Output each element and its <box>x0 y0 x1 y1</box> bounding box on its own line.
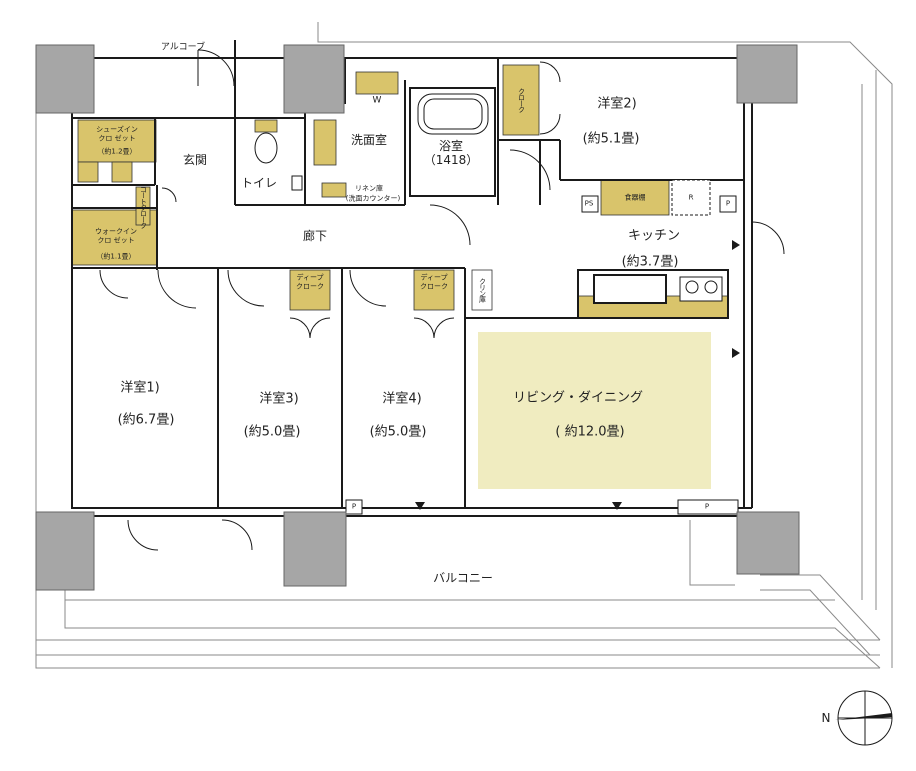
kitchen-label: キッチン <box>627 228 681 244</box>
washroom-counter <box>313 119 337 166</box>
toilet-tank <box>254 119 278 133</box>
interior-walls <box>71 40 753 517</box>
balcony-label: バルコニー <box>433 571 493 585</box>
walkin-closet-label: ウォークイン クロ ゼット <box>95 227 137 244</box>
coat-closet-box <box>135 186 151 226</box>
compass <box>835 690 893 746</box>
western-room-2-size: (約5.1畳) <box>582 131 640 147</box>
column-nw <box>35 44 95 114</box>
clean-storage-label: クリン庫 <box>478 278 487 302</box>
cloak-label: クローク <box>517 88 526 112</box>
pipe-label-east: P <box>704 502 710 511</box>
entry-markers <box>415 240 740 510</box>
compass-needle <box>835 713 892 720</box>
shoes-closet-label: シューズイン クロ ゼット <box>96 125 138 142</box>
deep-cloak-4-box <box>413 269 455 311</box>
compass-north-label: N <box>821 711 831 725</box>
living-dining-label: リビング・ダイニング <box>512 390 644 406</box>
door-swings <box>99 49 785 551</box>
pipe-box-east <box>677 499 739 515</box>
deep-cloak-4-label: ディープ クローク <box>420 273 448 290</box>
kitchen-size: (約3.7畳) <box>621 254 679 270</box>
western-room-3-label: 洋室3) <box>259 391 299 407</box>
coat-closet-label: コートクローク <box>139 186 148 228</box>
bath-label: 浴室 <box>438 139 464 153</box>
clean-storage-box <box>471 269 493 311</box>
cloak-box <box>502 64 540 136</box>
western-room-2-label: 洋室2) <box>597 96 637 112</box>
alcove-label: アルコーブ <box>160 42 206 53</box>
pipe-label-kitchen: P <box>725 199 731 208</box>
column-ne <box>736 44 798 104</box>
ps-box <box>581 195 599 213</box>
pipe-box <box>719 195 737 213</box>
toilet-label: トイレ <box>240 176 278 190</box>
western-room-4-size: (約5.0畳) <box>369 424 427 440</box>
column-se <box>736 511 800 575</box>
deep-cloak-3-box <box>289 269 331 311</box>
pipe-label-west: P <box>351 502 357 511</box>
western-room-4-label: 洋室4) <box>382 391 422 407</box>
linen-box <box>321 182 347 198</box>
balcony-outline <box>35 22 893 669</box>
structural-columns <box>35 44 800 591</box>
pipe-box-west <box>345 499 363 515</box>
entrance-label: 玄関 <box>182 153 208 167</box>
linen-note: (洗面カウンター) <box>345 194 401 203</box>
living-area-fill <box>478 332 711 489</box>
column-s-mid <box>283 511 347 587</box>
western-room-1-size: (約6.7畳) <box>117 412 175 428</box>
western-room-1-label: 洋室1) <box>120 380 160 396</box>
fixtures <box>254 93 739 515</box>
washer-label: W <box>372 95 382 106</box>
fridge-box <box>671 179 711 216</box>
corridor-label: 廊下 <box>302 229 328 243</box>
column-sw <box>35 511 95 591</box>
linen-label: リネン庫 <box>355 184 383 193</box>
walkin-closet-size: （約1.1畳） <box>96 252 136 261</box>
washroom-label: 洗面室 <box>350 133 388 147</box>
shoes-closet-size: （約1.2畳） <box>97 147 137 156</box>
toilet-bowl <box>254 132 278 164</box>
column-n-mid <box>283 44 345 114</box>
storage-fills <box>71 64 729 319</box>
cupboard-box <box>600 179 670 216</box>
cupboard-label: 食器棚 <box>624 193 646 202</box>
deep-cloak-3-label: ディープ クローク <box>296 273 324 290</box>
fridge-label: R <box>688 193 694 202</box>
western-room-3-size: (約5.0畳) <box>243 424 301 440</box>
living-dining-size: ( 約12.0畳) <box>555 424 625 440</box>
washer-box <box>355 71 399 95</box>
ps-label: PS <box>584 199 594 208</box>
bath-size: （1418） <box>423 153 479 167</box>
